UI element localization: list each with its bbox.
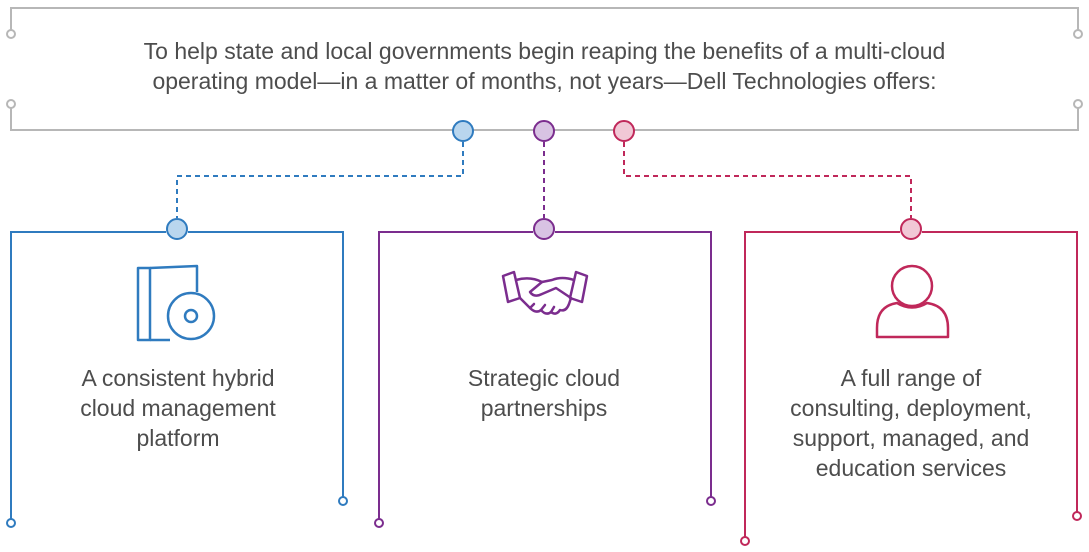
intro-line-1: To help state and local governments begi… bbox=[143, 38, 946, 64]
offering-label-line: A consistent hybrid bbox=[81, 365, 275, 391]
offering-label-line: Strategic cloud bbox=[467, 365, 621, 391]
software-disc-icon bbox=[136, 264, 216, 342]
offering-label-line: education services bbox=[815, 455, 1007, 481]
node-top-0 bbox=[452, 120, 474, 142]
person-icon bbox=[875, 264, 950, 339]
intro-frame bbox=[6, 7, 1083, 131]
connector-2 bbox=[623, 142, 912, 218]
card-frame-0 bbox=[6, 218, 348, 528]
intro-line-2: operating model—in a matter of months, n… bbox=[152, 68, 937, 94]
offering-label-partnerships: Strategic cloud partnerships bbox=[394, 363, 694, 423]
card-frame-1 bbox=[374, 218, 716, 528]
handshake-icon bbox=[501, 270, 589, 315]
offering-label-line: support, managed, and bbox=[792, 425, 1030, 451]
offering-label-services: A full range of consulting, deployment, … bbox=[760, 363, 1062, 483]
offering-label-line: consulting, deployment, bbox=[790, 395, 1032, 421]
offering-label-line: platform bbox=[136, 425, 220, 451]
offering-label-line: partnerships bbox=[480, 395, 608, 421]
node-top-2 bbox=[613, 120, 635, 142]
connector-0 bbox=[176, 142, 464, 218]
node-top-1 bbox=[533, 120, 555, 142]
offering-label-line: cloud management bbox=[80, 395, 276, 421]
offering-label-hybrid-cloud: A consistent hybrid cloud management pla… bbox=[30, 363, 326, 453]
offering-label-line: A full range of bbox=[840, 365, 982, 391]
card-frame-2 bbox=[740, 218, 1082, 546]
intro-text: To help state and local governments begi… bbox=[60, 36, 1029, 96]
